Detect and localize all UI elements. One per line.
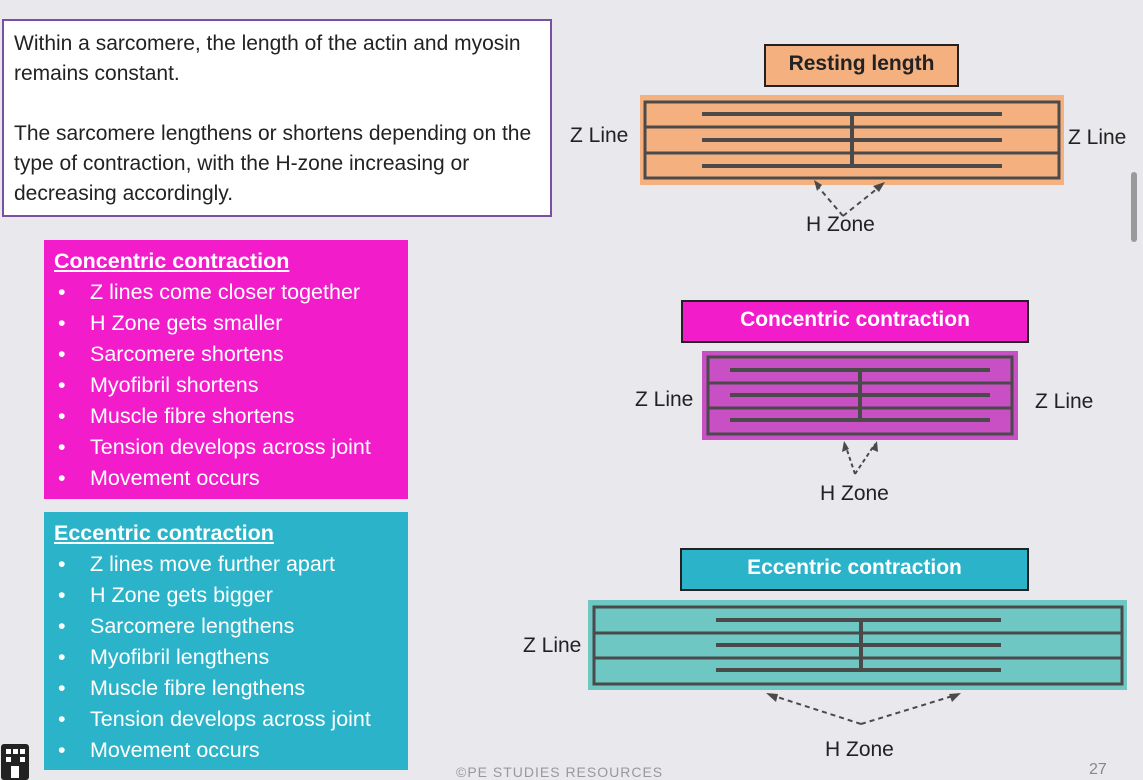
arrow-head <box>871 441 878 452</box>
intro-paragraph-2: The sarcomere lengthens or shortens depe… <box>14 122 532 205</box>
list-item: Tension develops across joint <box>54 704 398 735</box>
concentric-z-line-left: Z Line <box>635 388 694 411</box>
list-item: H Zone gets smaller <box>54 308 398 339</box>
page-number: 27 <box>1089 761 1107 778</box>
list-item: Movement occurs <box>54 463 398 494</box>
eccentric-heading: Eccentric contraction <box>54 521 274 545</box>
arrow-head <box>766 693 778 702</box>
concentric-contraction-label: Concentric contraction <box>681 300 1029 343</box>
copyright-footer: ©PE STUDIES RESOURCES <box>456 764 664 780</box>
intro-text-box: Within a sarcomere, the length of the ac… <box>2 19 552 217</box>
arrow-head <box>842 441 849 452</box>
arrow-head <box>873 182 885 192</box>
resting-z-line-right: Z Line <box>1068 126 1127 149</box>
list-item: Myofibril shortens <box>54 370 398 401</box>
concentric-z-frame <box>706 355 1014 436</box>
list-item: Myofibril lengthens <box>54 642 398 673</box>
h-zone-arrow-left <box>770 694 862 725</box>
concentric-info-box: Concentric contraction Z lines come clos… <box>44 240 408 499</box>
arrow-head <box>949 693 961 702</box>
vertical-scrollbar[interactable] <box>1131 172 1137 242</box>
concentric-heading: Concentric contraction <box>54 249 290 273</box>
concentric-h-zone-label: H Zone <box>820 482 889 505</box>
eccentric-sarcomere-diagram <box>588 600 1127 725</box>
h-zone-arrow-left <box>844 443 856 475</box>
list-item: Tension develops across joint <box>54 432 398 463</box>
resting-sarcomere-diagram <box>640 95 1064 217</box>
concentric-sarcomere-diagram <box>702 351 1018 475</box>
list-item: Sarcomere lengthens <box>54 611 398 642</box>
list-item: Z lines move further apart <box>54 549 398 580</box>
list-item: Sarcomere shortens <box>54 339 398 370</box>
arrow-head <box>814 180 822 191</box>
list-item: Muscle fibre lengthens <box>54 673 398 704</box>
h-zone-arrow-right <box>860 694 957 725</box>
eccentric-h-zone-label: H Zone <box>825 738 894 761</box>
list-item: Muscle fibre shortens <box>54 401 398 432</box>
eccentric-z-frame <box>592 605 1124 686</box>
concentric-list: Z lines come closer together H Zone gets… <box>54 277 398 494</box>
resting-z-frame <box>643 100 1061 180</box>
list-item: Movement occurs <box>54 735 398 766</box>
resting-length-label: Resting length <box>764 44 959 87</box>
eccentric-list: Z lines move further apart H Zone gets b… <box>54 549 398 766</box>
intro-paragraph-1: Within a sarcomere, the length of the ac… <box>14 32 521 85</box>
eccentric-z-line-left: Z Line <box>523 634 582 657</box>
list-item: H Zone gets bigger <box>54 580 398 611</box>
eccentric-contraction-label: Eccentric contraction <box>680 548 1029 591</box>
eccentric-info-box: Eccentric contraction Z lines move furth… <box>44 512 408 770</box>
concentric-z-line-right: Z Line <box>1035 390 1094 413</box>
list-item: Z lines come closer together <box>54 277 398 308</box>
building-logo-icon <box>1 744 29 780</box>
resting-h-zone-label: H Zone <box>806 213 875 236</box>
resting-z-line-left: Z Line <box>570 124 629 147</box>
